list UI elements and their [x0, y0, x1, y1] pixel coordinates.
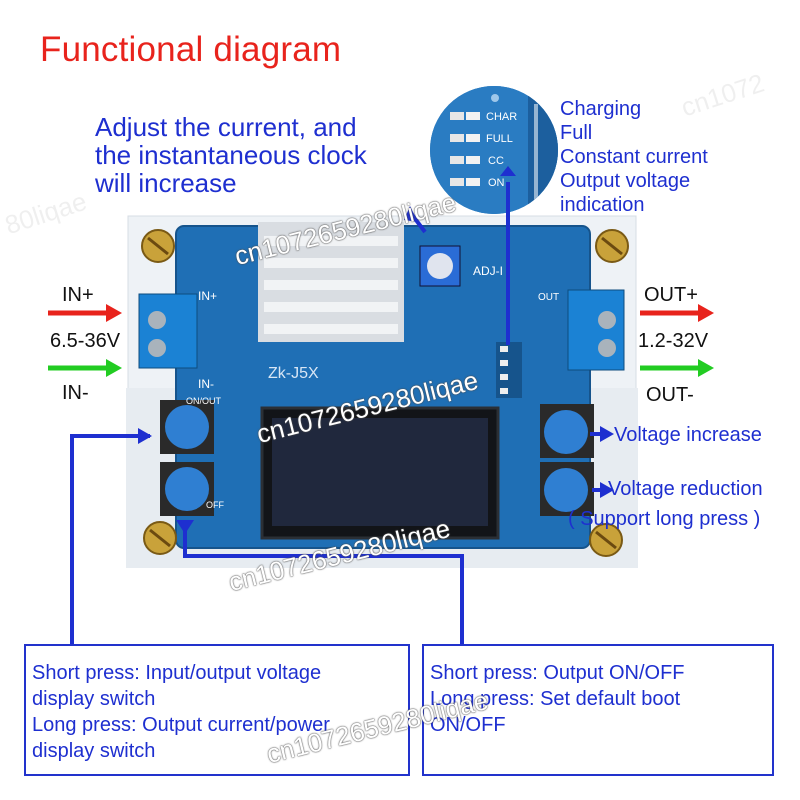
input-voltage-label: 6.5-36V [50, 330, 121, 352]
led-zoom-circle: CHAR FULL CC ON [430, 86, 558, 214]
adjust-current-note: Adjust the current, and the instantaneou… [95, 113, 435, 197]
left-box-line-4: display switch [32, 740, 156, 762]
left-button-function-box: Short press: Input/output voltage displa… [24, 644, 410, 776]
led-label-char: CHAR [486, 111, 517, 123]
led-desc-output-voltage: Output voltage [560, 170, 691, 192]
input-terminal [138, 293, 198, 369]
board-buttons [160, 400, 594, 516]
left-box-line-3: Long press: Output current/power [32, 714, 330, 736]
right-button-function-box: Short press: Output ON/OFF Long press: S… [422, 644, 774, 776]
voltage-increase-label: Voltage increase [614, 424, 762, 446]
led-desc-constant-current: Constant current [560, 146, 708, 168]
output-plus-label: OUT+ [644, 284, 698, 306]
led-label-full: FULL [486, 133, 513, 145]
adjust-note-line-2: the instantaneous clock [95, 140, 367, 170]
board-in-minus: IN- [198, 377, 214, 391]
board-off: OFF [206, 500, 224, 510]
board-in-plus: IN+ [198, 289, 217, 303]
left-button-line [70, 434, 150, 644]
diagram-title: Functional diagram [40, 30, 342, 69]
led-label-on: ON [488, 177, 505, 189]
long-press-note: ( Support long press ) [568, 508, 761, 530]
output-terminal [567, 289, 625, 371]
board-on-out: ON/OUT [186, 396, 222, 406]
board-out-label: OUT [538, 292, 559, 303]
heatsink [258, 222, 404, 342]
led-descriptions: Charging Full Constant current Output vo… [560, 97, 708, 217]
output-minus-label: OUT- [646, 384, 694, 406]
output-voltage-label: 1.2-32V [638, 330, 709, 352]
led-desc-charging: Charging [560, 98, 642, 120]
voltage-reduction-label: Voltage reduction [608, 478, 763, 500]
left-box-line-2: display switch [32, 688, 156, 710]
input-plus-label: IN+ [62, 284, 94, 306]
right-box-line-3: ON/OFF [430, 714, 506, 736]
led-desc-full: Full [560, 122, 593, 144]
right-box-line-1: Short press: Output ON/OFF [430, 662, 685, 684]
adjust-note-line-1: Adjust the current, and [95, 112, 357, 142]
board-pot-label: ADJ-I [473, 264, 503, 278]
led-desc-indication: indication [560, 194, 645, 216]
led-label-cc: CC [488, 155, 504, 167]
left-box-line-1: Short press: Input/output voltage [32, 662, 322, 684]
right-box-line-2: Long press: Set default boot [430, 688, 681, 710]
adjust-note-line-3: will increase [95, 168, 237, 198]
input-minus-label: IN- [62, 382, 89, 404]
right-box-line [183, 525, 464, 644]
board-model: Zk-J5X [268, 365, 319, 382]
pot-knob [427, 253, 453, 279]
